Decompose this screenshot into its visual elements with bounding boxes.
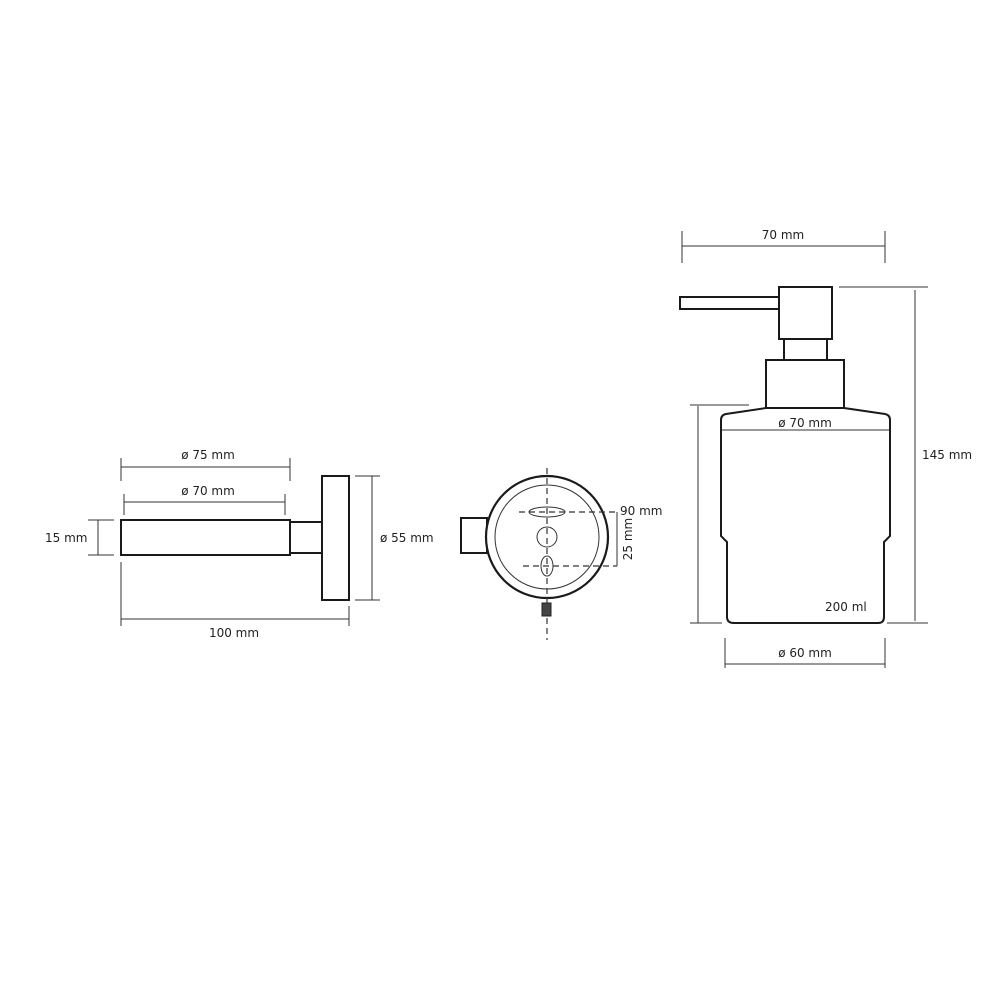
dim-plate-diameter: ø 55 mm bbox=[355, 475, 434, 601]
total-height-label: 145 mm bbox=[922, 448, 972, 462]
dim-bottom-diameter: ø 60 mm bbox=[724, 638, 886, 668]
dim-width: 70 mm bbox=[681, 228, 886, 263]
projection-label: 100 mm bbox=[209, 626, 259, 640]
width-label: 70 mm bbox=[762, 228, 804, 242]
plate-diameter-label: ø 55 mm bbox=[380, 531, 434, 545]
dim-total-height: 145 mm bbox=[839, 286, 972, 624]
pump-neck bbox=[783, 338, 828, 361]
dim-projection: 100 mm bbox=[120, 562, 350, 640]
dispenser-view: ø 70 mm 200 ml 70 mm 90 mm 145 mm ø 60 m… bbox=[620, 228, 972, 668]
bottom-diameter-label: ø 60 mm bbox=[778, 646, 832, 660]
capacity-label: 200 ml bbox=[825, 600, 867, 614]
inner-diameter-label: ø 70 mm bbox=[181, 484, 235, 498]
pump-head bbox=[778, 286, 833, 340]
hole-spacing-label: 25 mm bbox=[621, 518, 635, 560]
holder-side-view: ø 75 mm ø 70 mm 15 mm ø 55 mm 100 mm bbox=[45, 448, 434, 640]
center-hole bbox=[536, 526, 558, 548]
dim-inner-diameter: ø 70 mm bbox=[123, 484, 286, 515]
set-screw bbox=[541, 602, 552, 617]
rod-stub bbox=[460, 517, 488, 554]
holder-front-view: 25 mm bbox=[460, 468, 635, 640]
wall-plate bbox=[321, 475, 350, 601]
bottle bbox=[720, 407, 891, 624]
pump-spout bbox=[679, 296, 780, 310]
outer-diameter-label: ø 75 mm bbox=[181, 448, 235, 462]
dim-outer-diameter: ø 75 mm bbox=[120, 448, 291, 481]
top-diameter-label: ø 70 mm bbox=[778, 416, 832, 430]
dim-rod-height: 15 mm bbox=[45, 519, 114, 556]
bottle-height-label: 90 mm bbox=[620, 504, 662, 518]
dim-bottle-height: 90 mm bbox=[620, 404, 749, 624]
holder-rod bbox=[120, 519, 291, 556]
rod-height-label: 15 mm bbox=[45, 531, 87, 545]
pump-collar bbox=[765, 359, 845, 409]
holder-connector bbox=[289, 521, 323, 554]
